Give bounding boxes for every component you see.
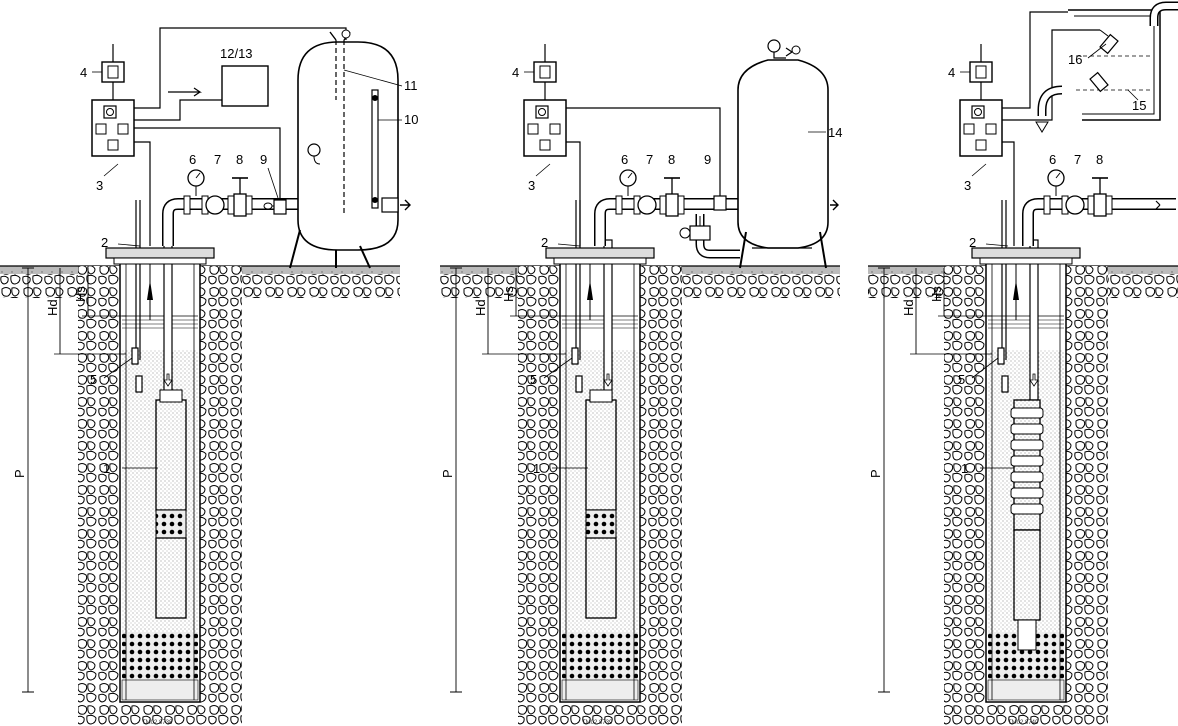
panel-a: P Hd Hs 1 2 3 4 5 6 7 8 9 10 11 12/13 TM… bbox=[0, 27, 418, 726]
callout-3-a: 3 bbox=[96, 178, 103, 193]
callout-5-b: 5 bbox=[530, 372, 537, 387]
dim-hs-a: Hs bbox=[73, 286, 88, 302]
dim-hd-a: Hd bbox=[45, 299, 60, 316]
float-switch-icon bbox=[1089, 29, 1119, 93]
dim-p-b: P bbox=[440, 469, 455, 478]
callout-7-b: 7 bbox=[646, 152, 653, 167]
callout-3-c: 3 bbox=[964, 178, 971, 193]
valve-icon-c bbox=[1092, 177, 1108, 217]
callout-1-b: 1 bbox=[533, 461, 540, 476]
pressure-tank-icon bbox=[289, 29, 411, 269]
callout-15-c: 15 bbox=[1132, 98, 1146, 113]
dim-p-a: P bbox=[12, 469, 27, 478]
callout-2-c: 2 bbox=[969, 235, 976, 250]
valve-icon bbox=[232, 177, 248, 217]
callout-8-a: 8 bbox=[236, 152, 243, 167]
callout-11-a: 11 bbox=[404, 78, 418, 93]
callout-6-b: 6 bbox=[621, 152, 628, 167]
dim-hs-b: Hs bbox=[501, 286, 516, 302]
dim-hd-c: Hd bbox=[901, 299, 916, 316]
callout-10-a: 10 bbox=[404, 112, 418, 127]
control-box-icon bbox=[91, 99, 135, 157]
dim-p-c: P bbox=[868, 469, 883, 478]
drawing-code-b: TM02 8739 bbox=[582, 720, 613, 726]
control-box-icon-b bbox=[523, 99, 567, 157]
cistern-icon bbox=[1035, 1, 1178, 133]
callout-9-a: 9 bbox=[260, 152, 267, 167]
callout-12-13-a: 12/13 bbox=[220, 46, 253, 61]
switch-icon-c bbox=[969, 44, 993, 100]
control-box-icon-c bbox=[959, 99, 1003, 157]
dim-hs-c: Hs bbox=[929, 286, 944, 302]
callout-7-a: 7 bbox=[214, 152, 221, 167]
callout-4-a: 4 bbox=[80, 65, 87, 80]
callout-6-a: 6 bbox=[189, 152, 196, 167]
callout-14-b: 14 bbox=[828, 125, 842, 140]
panel-c: P Hd Hs 1 2 3 4 5 6 7 8 15 16 TM02 8740 bbox=[868, 1, 1178, 726]
callout-1-c: 1 bbox=[961, 461, 968, 476]
panel-b: P Hd Hs 1 2 3 4 5 6 7 8 9 14 TM02 8739 bbox=[440, 39, 842, 726]
valve-icon-b bbox=[664, 177, 680, 217]
callout-4-c: 4 bbox=[948, 65, 955, 80]
callout-2-b: 2 bbox=[541, 235, 548, 250]
drawing-code-a: TM02 8738 bbox=[142, 720, 173, 726]
callout-3-b: 3 bbox=[528, 178, 535, 193]
callout-4-b: 4 bbox=[512, 65, 519, 80]
callout-1-a: 1 bbox=[103, 461, 110, 476]
dim-hd-b: Hd bbox=[473, 299, 488, 316]
manometer-icon-b bbox=[619, 169, 637, 196]
switch-icon-b bbox=[533, 44, 557, 100]
callout-7-c: 7 bbox=[1074, 152, 1081, 167]
callout-8-c: 8 bbox=[1096, 152, 1103, 167]
callout-8-b: 8 bbox=[668, 152, 675, 167]
callout-2-a: 2 bbox=[101, 235, 108, 250]
callout-6-c: 6 bbox=[1049, 152, 1056, 167]
switch-icon bbox=[101, 44, 125, 100]
callout-5-c: 5 bbox=[958, 372, 965, 387]
callout-5-a: 5 bbox=[90, 372, 97, 387]
manometer-icon-c bbox=[1047, 169, 1065, 196]
callout-9-b: 9 bbox=[704, 152, 711, 167]
pressure-tank-icon-b bbox=[737, 39, 829, 269]
callout-16-c: 16 bbox=[1068, 52, 1082, 67]
multistage-pump bbox=[1010, 399, 1044, 651]
drawing-code-c: TM02 8740 bbox=[1008, 720, 1039, 726]
manometer-icon bbox=[187, 169, 205, 196]
submersible-pump bbox=[155, 389, 187, 619]
submersible-pump-b bbox=[585, 389, 617, 619]
